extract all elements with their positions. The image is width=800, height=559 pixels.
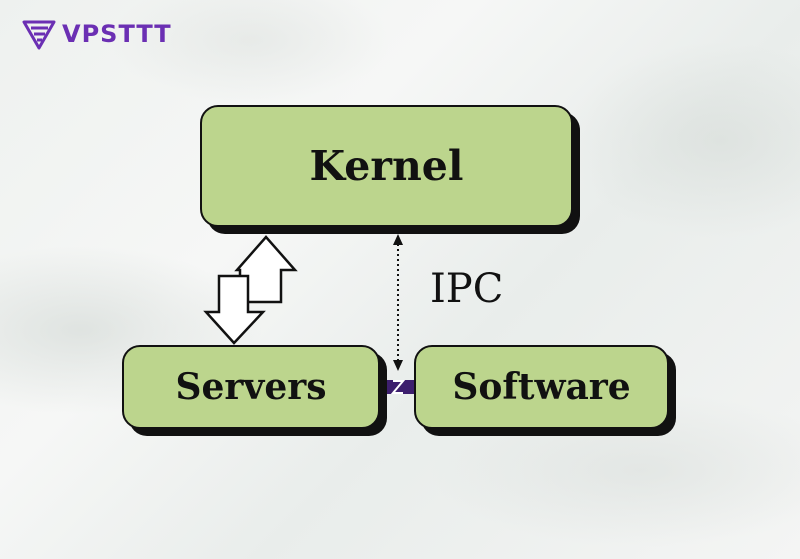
brand-logo: VPSTTT: [22, 18, 172, 50]
up-arrow-icon: [234, 235, 298, 304]
software-node: Software: [414, 345, 669, 429]
down-arrow-icon: [203, 274, 266, 345]
servers-node: Servers: [122, 345, 380, 429]
z-glyph: [390, 380, 406, 394]
software-label: Software: [452, 366, 631, 408]
logo-text: VPSTTT: [62, 20, 172, 48]
vpsttt-logo-icon: [22, 20, 56, 50]
servers-label: Servers: [175, 366, 327, 408]
ipc-label: IPC: [430, 266, 504, 312]
kernel-label: Kernel: [309, 142, 464, 190]
ipc-arrowhead-down: [393, 360, 403, 371]
kernel-node: Kernel: [200, 105, 573, 227]
ipc-arrowhead-up: [393, 234, 403, 245]
